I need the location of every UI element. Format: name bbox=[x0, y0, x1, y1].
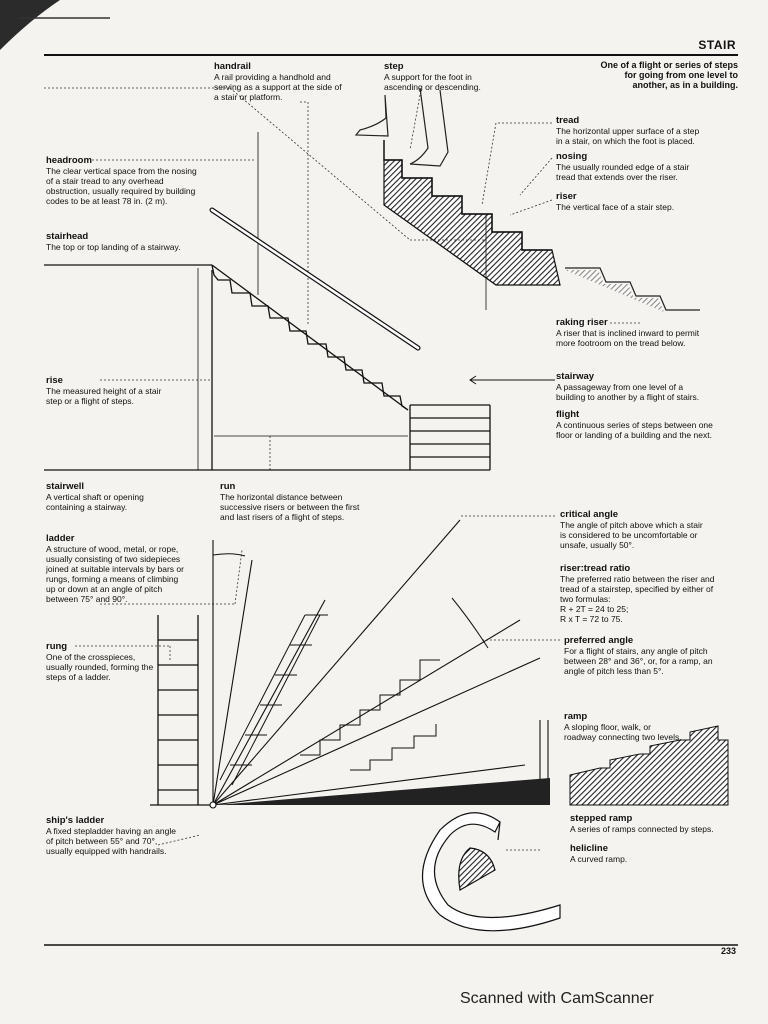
definition: A riser that is inclined inward to permi… bbox=[556, 328, 700, 348]
entry-helicline: helicline A curved ramp. bbox=[570, 843, 690, 865]
definition: The clear vertical space from the nosing… bbox=[46, 166, 197, 206]
term: step bbox=[384, 61, 404, 72]
entry-rise: rise The measured height of a stair step… bbox=[46, 375, 166, 407]
definition: A fixed stepladder having an angle of pi… bbox=[46, 826, 176, 856]
entry-nosing: nosing The usually rounded edge of a sta… bbox=[556, 151, 706, 183]
stair-intro: One of a flight or series of steps for g… bbox=[600, 60, 738, 90]
entry-headroom: headroom The clear vertical space from t… bbox=[46, 155, 206, 207]
term: helicline bbox=[570, 843, 609, 854]
stepped-ramp-illustration bbox=[569, 725, 729, 806]
term: stepped ramp bbox=[570, 813, 633, 824]
middle-stair bbox=[44, 132, 491, 471]
definition: For a flight of stairs, any angle of pit… bbox=[564, 646, 713, 676]
term: rise bbox=[46, 375, 63, 386]
scanner-watermark: Scanned with CamScanner bbox=[460, 990, 654, 1007]
entry-run: run The horizontal distance between succ… bbox=[220, 481, 370, 523]
term: ladder bbox=[46, 533, 75, 544]
definition: The measured height of a stair step or a… bbox=[46, 386, 162, 406]
entry-preferred-angle: preferred angle For a flight of stairs, … bbox=[564, 635, 724, 677]
formula-2: R x T = 72 to 75. bbox=[560, 614, 623, 624]
entry-riser: riser The vertical face of a stair step. bbox=[556, 191, 706, 213]
definition: The horizontal distance between successi… bbox=[220, 492, 360, 522]
upper-stair-section bbox=[383, 140, 561, 286]
definition: A passageway from one level of a buildin… bbox=[556, 382, 700, 402]
term: ship's ladder bbox=[46, 815, 105, 826]
definition: The preferred ratio between the riser an… bbox=[560, 574, 715, 604]
definition: The vertical face of a stair step. bbox=[556, 202, 675, 212]
entry-riser-tread-ratio: riser:tread ratio The preferred ratio be… bbox=[560, 563, 724, 625]
definition: A vertical shaft or opening containing a… bbox=[46, 492, 144, 512]
entry-ladder: ladder A structure of wood, metal, or ro… bbox=[46, 533, 184, 605]
entry-tread: tread The horizontal upper surface of a … bbox=[556, 115, 706, 147]
pitch-angle-diagram bbox=[209, 519, 549, 809]
ramp-wedge bbox=[216, 778, 550, 805]
term: nosing bbox=[556, 151, 588, 162]
definition: The angle of pitch above which a stair i… bbox=[560, 520, 703, 550]
term: stairhead bbox=[46, 231, 89, 242]
definition: A curved ramp. bbox=[570, 854, 628, 864]
entry-stepped-ramp: stepped ramp A series of ramps connected… bbox=[570, 813, 720, 835]
page-title: STAIR bbox=[698, 38, 736, 52]
stairway-arrow bbox=[469, 375, 555, 385]
entry-critical-angle: critical angle The angle of pitch above … bbox=[560, 509, 710, 551]
entry-raking-riser: raking riser A riser that is inclined in… bbox=[556, 317, 716, 349]
ladder-illustration bbox=[150, 615, 210, 806]
definition: A continuous series of steps between one… bbox=[556, 420, 713, 440]
helicline-illustration bbox=[422, 812, 561, 932]
term: rung bbox=[46, 641, 68, 652]
term: ramp bbox=[564, 711, 588, 722]
definition: A rail providing a handhold and serving … bbox=[214, 72, 342, 102]
raking-riser-stair bbox=[565, 267, 700, 312]
entry-rung: rung One of the crosspieces, usually rou… bbox=[46, 641, 156, 683]
feet-illustration bbox=[354, 87, 449, 167]
scan-shadow bbox=[0, 0, 60, 50]
term: raking riser bbox=[556, 317, 608, 328]
definition: The horizontal upper surface of a step i… bbox=[556, 126, 700, 146]
entry-stairwell: stairwell A vertical shaft or opening co… bbox=[46, 481, 156, 513]
term: critical angle bbox=[560, 509, 619, 520]
entry-stairway: stairway A passageway from one level of … bbox=[556, 371, 706, 403]
definition: One of the crosspieces, usually rounded,… bbox=[46, 652, 154, 682]
term: stairway bbox=[556, 371, 595, 382]
ships-ladder-illustration bbox=[219, 614, 328, 786]
entry-handrail: handrail A rail providing a handhold and… bbox=[214, 61, 344, 103]
term: run bbox=[220, 481, 236, 492]
definition: The usually rounded edge of a stair trea… bbox=[556, 162, 690, 182]
definition: A sloping floor, walk, or roadway connec… bbox=[564, 722, 682, 742]
entry-flight: flight A continuous series of steps betw… bbox=[556, 409, 726, 441]
angle-stair-steps bbox=[300, 659, 440, 771]
term: flight bbox=[556, 409, 580, 420]
entry-ships-ladder: ship's ladder A fixed stepladder having … bbox=[46, 815, 176, 857]
term: riser bbox=[556, 191, 577, 202]
definition: A support for the foot in ascending or d… bbox=[384, 72, 481, 92]
term: tread bbox=[556, 115, 580, 126]
entry-step: step A support for the foot in ascending… bbox=[384, 61, 482, 93]
term: headroom bbox=[46, 155, 92, 166]
entry-stairhead: stairhead The top or top landing of a st… bbox=[46, 231, 216, 253]
definition: The top or top landing of a stairway. bbox=[46, 242, 181, 252]
term: riser:tread ratio bbox=[560, 563, 631, 574]
formula-1: R + 2T = 24 to 25; bbox=[560, 604, 629, 614]
page-number: 233 bbox=[720, 946, 736, 956]
definition: A structure of wood, metal, or rope, usu… bbox=[46, 544, 184, 604]
definition: A series of ramps connected by steps. bbox=[570, 824, 714, 834]
term: stairwell bbox=[46, 481, 85, 492]
term: handrail bbox=[214, 61, 251, 72]
entry-ramp: ramp A sloping floor, walk, or roadway c… bbox=[564, 711, 684, 743]
term: preferred angle bbox=[564, 635, 634, 646]
dashed-leaders bbox=[44, 87, 640, 851]
